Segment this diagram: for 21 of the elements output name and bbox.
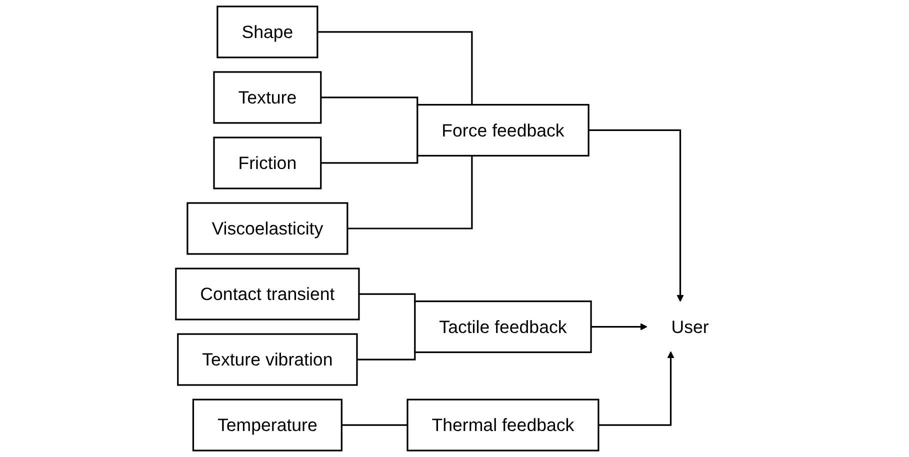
node-box: Tactile feedback <box>414 300 592 354</box>
node-box: Texture vibration <box>177 333 358 386</box>
node-box: Friction <box>213 136 322 190</box>
node-box: Shape <box>216 6 318 58</box>
arrow <box>598 351 674 426</box>
connector <box>317 31 473 105</box>
node-text: User <box>671 316 709 337</box>
connector <box>320 96 418 107</box>
connector <box>320 154 418 164</box>
connector <box>347 156 473 230</box>
node-box: Viscoelasticity <box>186 202 348 255</box>
node-box: Contact transient <box>175 268 360 320</box>
node-box: Force feedback <box>416 104 590 157</box>
node-box: Temperature <box>192 398 342 452</box>
connector <box>342 424 408 426</box>
node-box: Thermal feedback <box>406 398 600 452</box>
node-box: Texture <box>213 71 322 124</box>
connector <box>356 350 416 360</box>
arrow <box>591 323 648 330</box>
connector <box>358 293 416 303</box>
arrow <box>588 129 684 302</box>
